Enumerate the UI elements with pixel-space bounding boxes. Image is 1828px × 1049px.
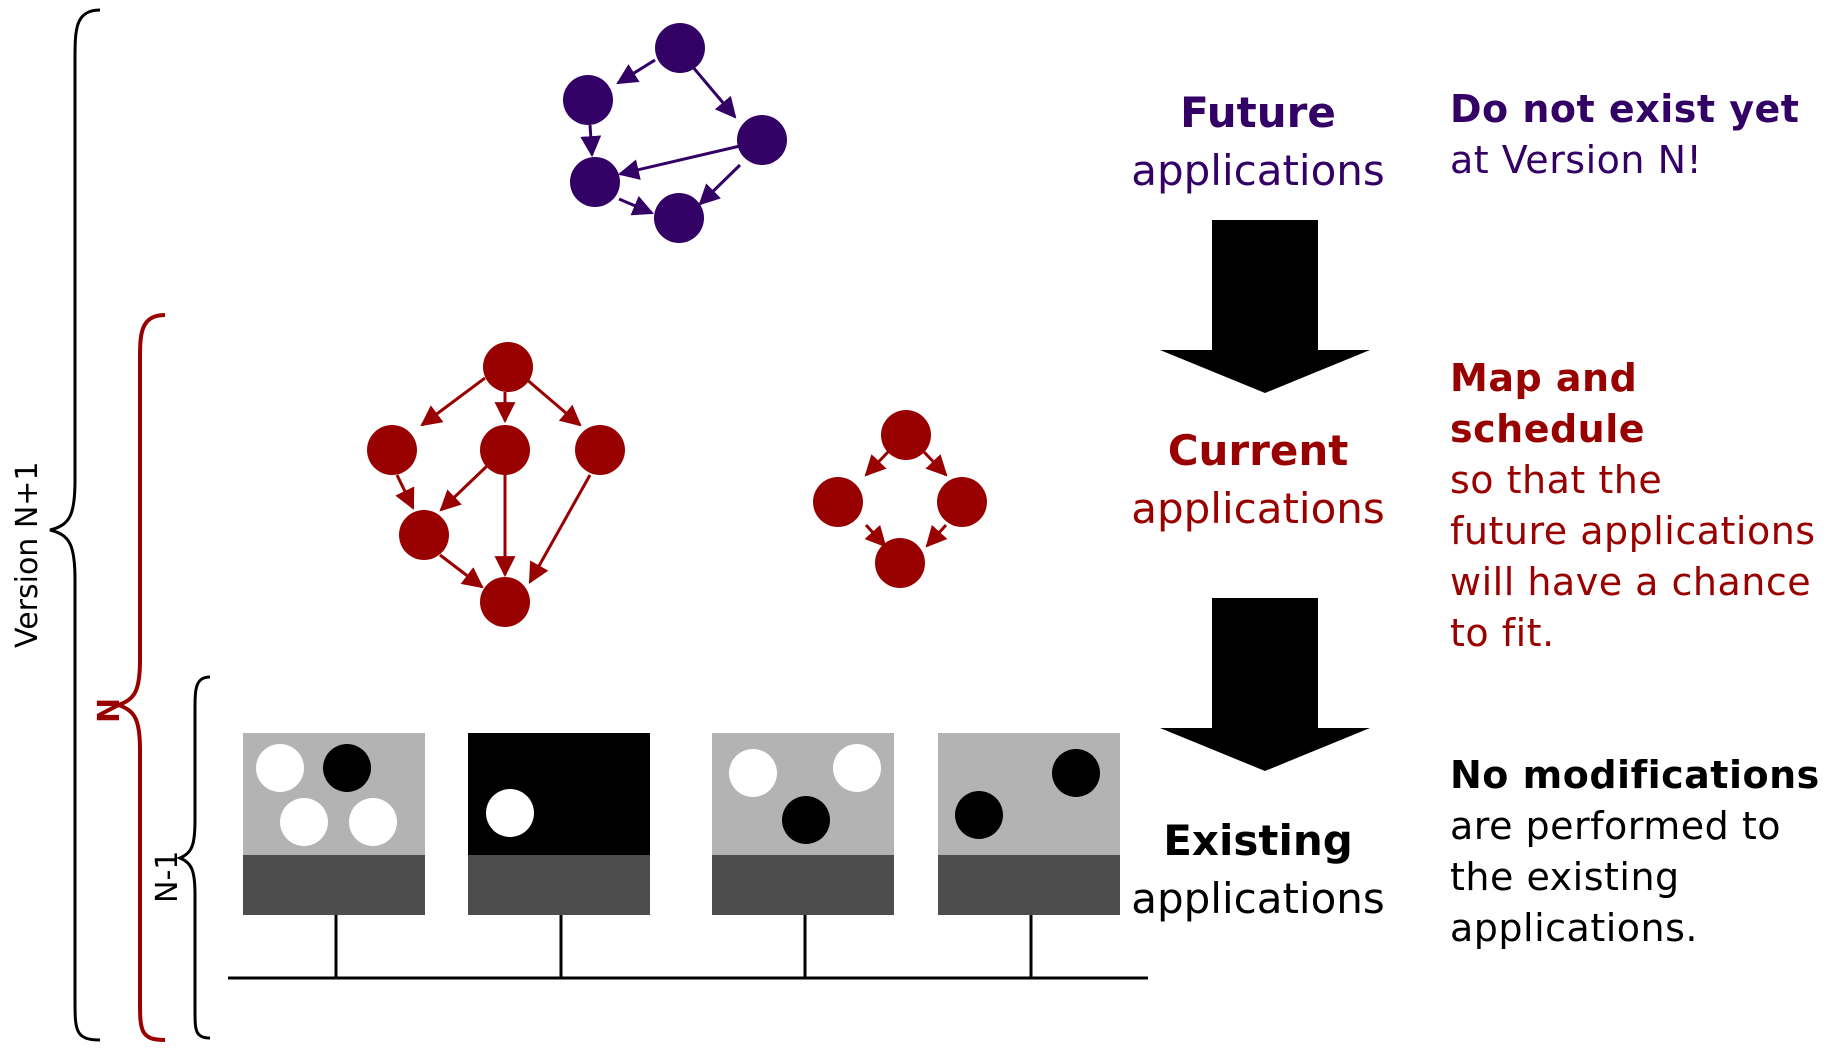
graph-node (737, 115, 787, 165)
processing-node-2 (468, 733, 650, 978)
stage-future-label: Future applications (1108, 84, 1408, 200)
note-current-line: to fit. (1450, 611, 1555, 655)
task-slot (486, 789, 534, 837)
processing-node-3 (712, 733, 894, 978)
label-version-n: N (92, 697, 127, 723)
stage-existing-label: Existing applications (1108, 812, 1408, 928)
graph-node (813, 477, 863, 527)
task-slot (782, 796, 830, 844)
graph-node (881, 410, 931, 460)
task-slot (1052, 749, 1100, 797)
future-application-graph (563, 23, 787, 243)
graph-node (367, 425, 417, 475)
note-current-line: future applications (1450, 509, 1816, 553)
current-application-graph-1 (367, 342, 625, 627)
note-existing-line: applications. (1450, 906, 1698, 950)
current-application-graph-2 (813, 410, 987, 588)
label-version-n-minus-1: N-1 (150, 850, 185, 903)
task-slot (729, 749, 777, 797)
task-slot (323, 744, 371, 792)
down-arrow-icon (1160, 220, 1370, 393)
task-slot (955, 791, 1003, 839)
note-future-line: at Version N! (1450, 138, 1703, 182)
note-future-title: Do not exist yet (1450, 87, 1800, 131)
note-current: Map and schedule so that the future appl… (1450, 353, 1828, 659)
processing-node-4 (938, 733, 1120, 978)
graph-node (575, 425, 625, 475)
graph-node (655, 23, 705, 73)
note-existing: No modifications are performed to the ex… (1450, 750, 1820, 954)
existing-platform (228, 733, 1148, 980)
down-arrow-icon (1160, 598, 1370, 771)
note-existing-line: the existing (1450, 855, 1680, 899)
graph-node (399, 510, 449, 560)
graph-node (570, 157, 620, 207)
stage-future-subtitle: applications (1131, 146, 1385, 195)
graph-node (937, 477, 987, 527)
graph-node (480, 577, 530, 627)
label-version-n-plus-1: Version N+1 (10, 461, 45, 648)
task-slot (256, 744, 304, 792)
task-slot (280, 798, 328, 846)
stage-current-label: Current applications (1108, 422, 1408, 538)
stage-existing-title: Existing (1163, 816, 1353, 865)
note-existing-line: are performed to (1450, 804, 1781, 848)
bracket-version-n-minus-1 (176, 675, 211, 1040)
note-future: Do not exist yet at Version N! (1450, 84, 1799, 186)
note-current-title: Map and schedule (1450, 356, 1646, 451)
graph-node (480, 425, 530, 475)
graph-node (654, 193, 704, 243)
task-slot (833, 744, 881, 792)
task-slot (349, 798, 397, 846)
note-current-line: will have a chance (1450, 560, 1812, 604)
stage-current-subtitle: applications (1131, 484, 1385, 533)
stage-future-title: Future (1180, 88, 1336, 137)
stage-existing-subtitle: applications (1131, 874, 1385, 923)
note-existing-title: No modifications (1450, 753, 1820, 797)
graph-node (563, 75, 613, 125)
bracket-version-n (110, 313, 166, 1042)
note-current-line: so that the (1450, 458, 1663, 502)
graph-node (875, 538, 925, 588)
bracket-version-n-plus-1 (49, 8, 101, 1042)
graph-node (483, 342, 533, 392)
stage-current-title: Current (1167, 426, 1349, 475)
processing-node-1 (243, 733, 425, 978)
